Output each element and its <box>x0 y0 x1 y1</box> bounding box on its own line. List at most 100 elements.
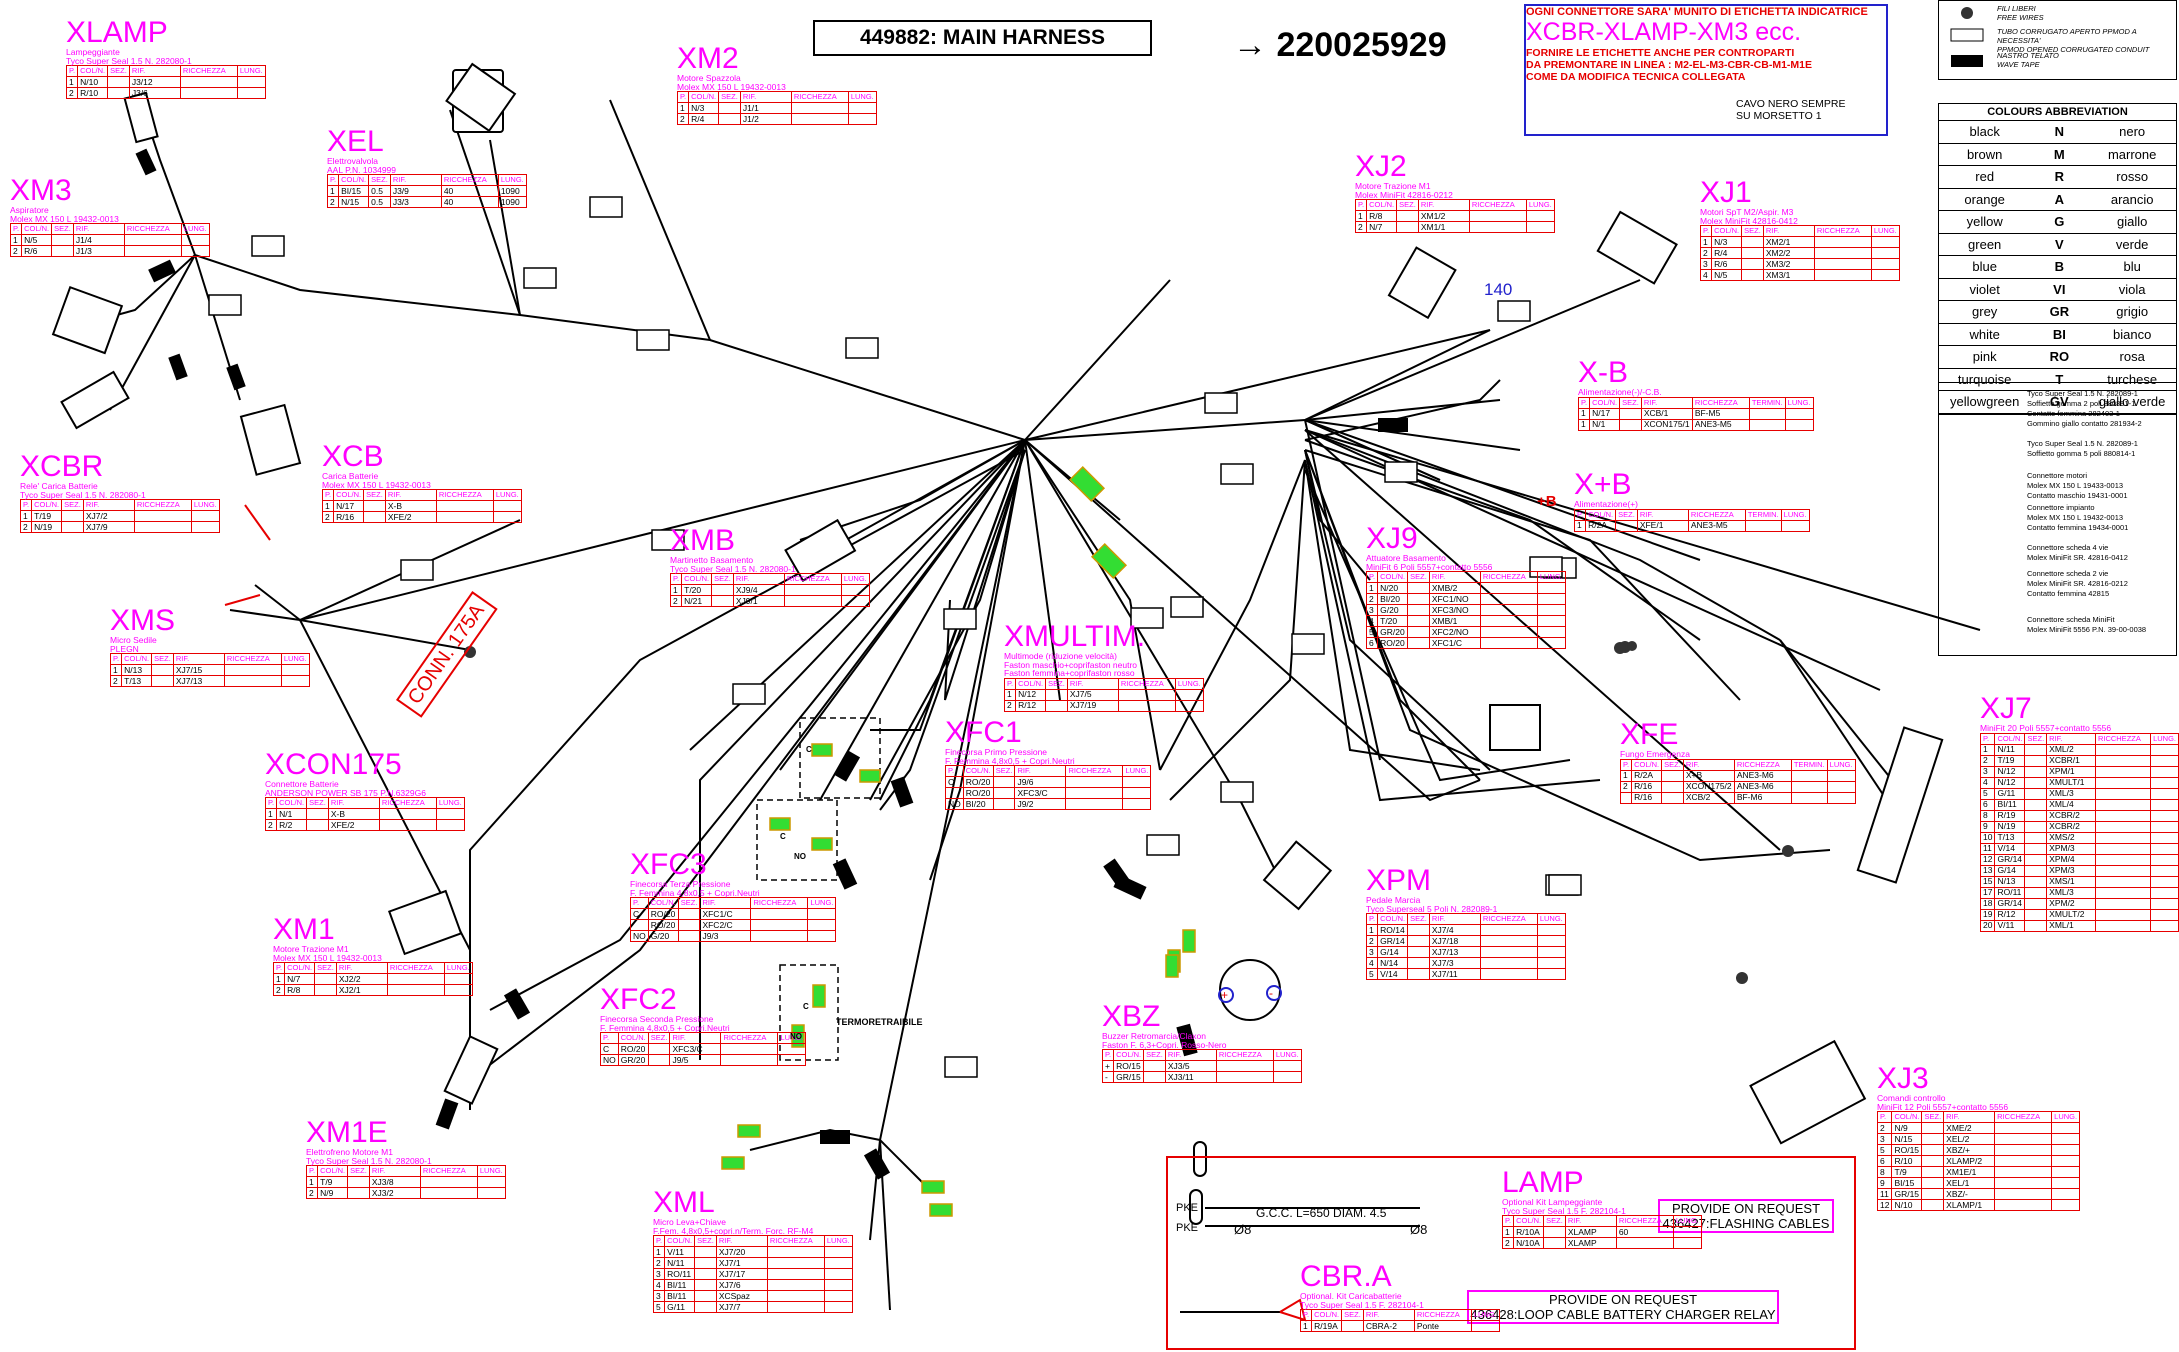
column-header: P. <box>9 223 23 235</box>
table-cell <box>2150 853 2179 866</box>
table-cell: XLAMP <box>1564 1226 1617 1238</box>
table-cell <box>1672 1237 1702 1249</box>
table-cell <box>1122 787 1152 799</box>
table-cell: BI/11 <box>664 1290 696 1302</box>
table-cell <box>1479 968 1538 980</box>
table-cell: 1 <box>272 973 286 985</box>
column-header: SEZ. <box>363 489 386 501</box>
table-cell: 2 <box>1501 1237 1515 1249</box>
column-header: LUNG. <box>280 653 310 665</box>
table-cell <box>2024 853 2048 866</box>
table-cell: R/8 <box>1366 210 1398 222</box>
column-header: P. <box>1365 913 1379 925</box>
column-header: RICCHEZZA <box>1615 1215 1674 1227</box>
table-cell <box>2051 1166 2081 1178</box>
table-cell <box>1215 1060 1274 1072</box>
connector-description: Motore Trazione M1 <box>1355 181 1431 191</box>
connector-description: ANDERSON POWER SB 175 P.N.6329G6 <box>265 787 426 798</box>
column-header: LUNG. <box>1784 396 1814 409</box>
column-header: P. <box>669 573 683 585</box>
table-cell <box>750 919 809 931</box>
table-cell <box>694 1257 717 1269</box>
table-cell <box>1994 1177 2053 1189</box>
connector-description: Molex MX 150 L 19432-0013 <box>273 952 382 963</box>
table-cell: 13 <box>1979 864 1996 877</box>
table-cell <box>2094 754 2152 767</box>
column-header: COL/N. <box>333 489 365 501</box>
column-header: SEZ. <box>647 1032 671 1044</box>
colour-english: brown <box>1939 143 2031 166</box>
connector-description: Elettrofreno Motore M1 <box>306 1147 393 1157</box>
table-cell <box>1143 1071 1166 1083</box>
switch-contact-label: C <box>803 1002 809 1011</box>
table-cell: 1 <box>1573 519 1587 532</box>
table-cell <box>190 521 220 533</box>
wire-length-140: 140 <box>1484 280 1513 299</box>
table-cell <box>2024 842 2048 855</box>
connector-name: XMULTIM. <box>1004 620 1146 653</box>
table-cell <box>190 510 220 522</box>
prov1-line2: 436427:FLASHING CABLES <box>1662 1216 1830 1231</box>
table-cell: XJ3/2 <box>368 1187 421 1199</box>
table-cell: CBRA-2 <box>1362 1320 1415 1332</box>
table-cell: J1/3 <box>72 245 125 257</box>
connector-description: Elettrovalvola <box>327 156 379 166</box>
colour-italian: marrone <box>2088 143 2176 166</box>
column-header: RICCHEZZA <box>1691 396 1750 409</box>
table-cell: XJ3/8 <box>368 1176 421 1188</box>
table-cell <box>1748 407 1786 420</box>
column-header: COL/N. <box>317 1165 349 1177</box>
colour-code: B <box>2030 255 2089 279</box>
table-cell <box>2150 897 2179 910</box>
colour-italian: bianco <box>2088 323 2176 346</box>
table-cell <box>2094 831 2152 844</box>
switch-contact-label: NO <box>790 1032 802 1041</box>
table-cell <box>1065 787 1124 799</box>
table-cell <box>1341 1320 1364 1332</box>
table-cell <box>1826 769 1856 782</box>
connector-description: Comandi controllo <box>1877 1093 1946 1103</box>
connector-name: XPM <box>1366 864 1432 897</box>
table-cell <box>2024 809 2048 822</box>
table-cell <box>1468 210 1527 222</box>
table-cell <box>2024 908 2048 921</box>
table-cell: 1 <box>321 500 335 512</box>
table-cell <box>1661 791 1684 804</box>
table-cell <box>492 500 522 512</box>
connector-description: Lampeggiante <box>66 47 120 57</box>
table-cell: N/11 <box>664 1257 696 1269</box>
connector-description: Alimentazione(-)/-C.B. <box>1578 387 1662 397</box>
table-cell <box>363 500 386 512</box>
column-header: SEZ. <box>61 499 84 511</box>
connector-description: Finecorsa Primo Pressione <box>945 747 1048 757</box>
table-cell: R/2 <box>276 819 308 831</box>
connector-description: Finecorsa Seconda Pressione <box>600 1014 714 1024</box>
